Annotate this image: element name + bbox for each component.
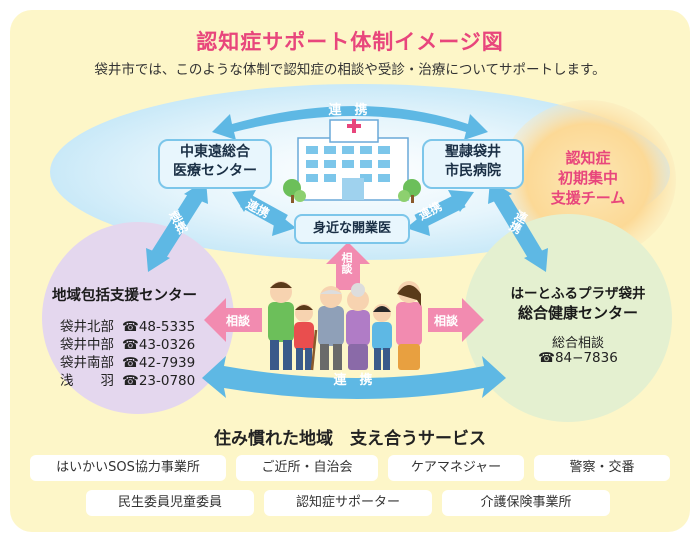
initial-support-team: 認知症 初期集中 支援チーム <box>540 148 636 208</box>
person-boy <box>294 304 314 370</box>
top-link-label: 連 携 <box>328 103 368 118</box>
left-row-chubu: 袋井中部 ☎43-0326 <box>60 333 195 353</box>
left-row-name: 袋井南部 <box>60 355 114 371</box>
service-item: ケアマネジャー <box>388 455 524 481</box>
right-center-phone: ☎84−7836 <box>538 350 618 366</box>
left-row-phone: ☎42-7939 <box>122 355 196 371</box>
service-item: 警察・交番 <box>534 455 670 481</box>
left-row-nanbu: 袋井南部 ☎42-7939 <box>60 351 195 371</box>
person-mother <box>396 281 422 370</box>
right-center-title2: 総合健康センター <box>517 304 638 322</box>
right-center-circle <box>464 214 672 422</box>
family-illustration <box>268 281 422 371</box>
top-link-arrow <box>212 106 488 140</box>
left-row-phone: ☎48-5335 <box>122 319 196 335</box>
team-line2: 初期集中 <box>557 169 618 187</box>
seirei-line2: 市民病院 <box>445 163 501 179</box>
hospital-illustration <box>283 119 421 203</box>
arrow-chutoen-clinic <box>232 190 296 236</box>
team-line3: 支援チーム <box>550 189 626 207</box>
services-title: 住み慣れた地域 支え合うサービス <box>214 429 486 449</box>
chutoen-line2: 医療センター <box>173 163 257 179</box>
left-row-name: 袋井中部 <box>60 337 114 353</box>
right-center-title1: はーとふるプラザ袋井 <box>510 286 646 302</box>
seirei-line1: 聖隷袋井 <box>445 144 501 160</box>
left-center-circle <box>42 222 234 414</box>
person-grandmother <box>346 283 370 370</box>
service-item: ご近所・自治会 <box>236 455 378 481</box>
page-title: 認知症サポート体制イメージ図 <box>196 30 504 54</box>
person-father <box>268 281 294 370</box>
service-item: はいかいSOS協力事業所 <box>30 455 226 481</box>
left-row-phone: ☎43-0326 <box>122 337 196 353</box>
seirei-hospital-box: 聖隷袋井 市民病院 <box>422 139 524 189</box>
bottom-link-arrow <box>202 356 506 399</box>
consult-label-right: 相談 <box>434 314 459 328</box>
consult-arrow-left <box>204 298 262 342</box>
chutoen-line1: 中東遠総合 <box>180 144 250 160</box>
person-grandfather <box>310 286 344 371</box>
bottom-link-label: 連 携 <box>333 373 373 388</box>
service-item: 民生委員児童委員 <box>86 490 254 516</box>
page-subtitle: 袋井市では、このような体制で認知症の相談や受診・治療についてサポートします。 <box>94 62 606 78</box>
consult-label-up: 相談 <box>340 252 353 274</box>
team-line1: 認知症 <box>565 149 611 167</box>
left-row-kita: 袋井北部 ☎48-5335 <box>60 315 195 335</box>
left-row-phone: ☎23-0780 <box>122 373 196 389</box>
left-row-asaba: 浅 羽 ☎23-0780 <box>60 369 195 389</box>
right-center-sub: 総合相談 <box>551 336 604 351</box>
arrow-seirei-clinic <box>406 190 474 236</box>
consult-arrow-right <box>428 298 484 342</box>
clinic-box: 身近な開業医 <box>294 214 410 244</box>
service-item: 認知症サポーター <box>264 490 432 516</box>
chutoen-hospital-box: 中東遠総合 医療センター <box>158 139 272 189</box>
consult-label-left: 相談 <box>226 314 251 328</box>
person-girl <box>372 304 392 370</box>
left-row-name: 袋井北部 <box>60 319 114 335</box>
left-center-title: 地域包括支援センター <box>52 288 197 304</box>
service-item: 介護保険事業所 <box>442 490 610 516</box>
left-row-name: 浅 羽 <box>60 373 114 389</box>
